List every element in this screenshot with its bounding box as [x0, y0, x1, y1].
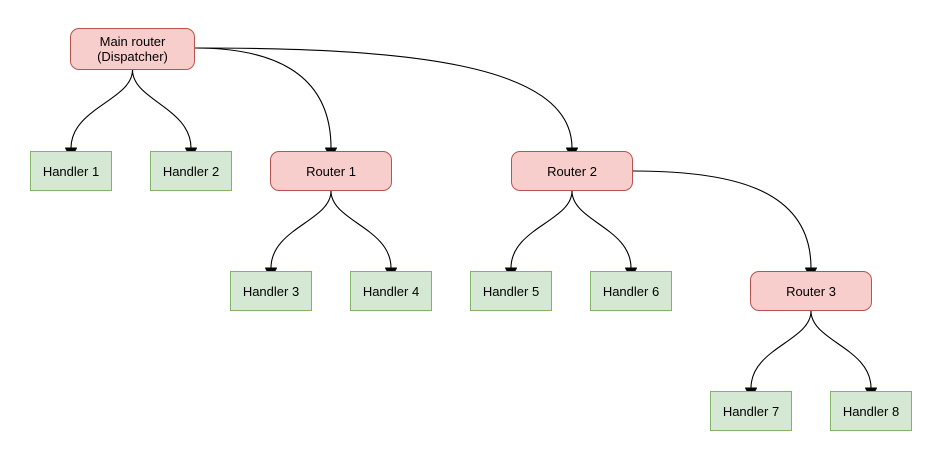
node-label-main-router: Main router (Dispatcher): [97, 34, 168, 64]
edge-router-2-to-handler-6: [571, 190, 632, 269]
edge-main-to-router-1: [194, 47, 332, 149]
edge-paths: [70, 47, 872, 389]
edge-router-2-to-handler-5: [510, 190, 573, 269]
node-handler-1[interactable]: Handler 1: [30, 151, 112, 191]
edge-router-2-to-router-3: [632, 170, 812, 269]
node-label-handler-1: Handler 1: [42, 163, 100, 179]
node-handler-2[interactable]: Handler 2: [150, 151, 232, 191]
edge-router-1-to-handler-3: [270, 190, 332, 269]
edge-main-to-handler-1: [70, 69, 134, 149]
node-main-router[interactable]: Main router (Dispatcher): [70, 28, 195, 70]
node-handler-4[interactable]: Handler 4: [350, 271, 432, 311]
node-handler-3[interactable]: Handler 3: [230, 271, 312, 311]
node-handler-7[interactable]: Handler 7: [710, 391, 792, 431]
node-handler-6[interactable]: Handler 6: [590, 271, 672, 311]
node-label-handler-3: Handler 3: [242, 283, 300, 299]
node-handler-8[interactable]: Handler 8: [830, 391, 912, 431]
node-label-handler-4: Handler 4: [362, 283, 420, 299]
edge-router-3-to-handler-7: [750, 310, 812, 389]
edge-router-1-to-handler-4: [330, 190, 392, 269]
node-label-router-1: Router 1: [306, 163, 356, 179]
node-label-handler-7: Handler 7: [722, 403, 780, 419]
edge-main-to-handler-2: [131, 69, 192, 149]
node-handler-5[interactable]: Handler 5: [470, 271, 552, 311]
node-label-handler-2: Handler 2: [162, 163, 220, 179]
edge-router-3-to-handler-8: [810, 310, 872, 389]
node-router-1[interactable]: Router 1: [270, 151, 392, 191]
node-router-3[interactable]: Router 3: [750, 271, 872, 311]
node-router-2[interactable]: Router 2: [511, 151, 633, 191]
edge-main-to-router-2: [194, 47, 573, 149]
node-label-handler-6: Handler 6: [602, 283, 660, 299]
node-label-router-3: Router 3: [786, 283, 836, 299]
node-label-router-2: Router 2: [547, 163, 597, 179]
node-label-handler-5: Handler 5: [482, 283, 540, 299]
node-label-handler-8: Handler 8: [842, 403, 900, 419]
